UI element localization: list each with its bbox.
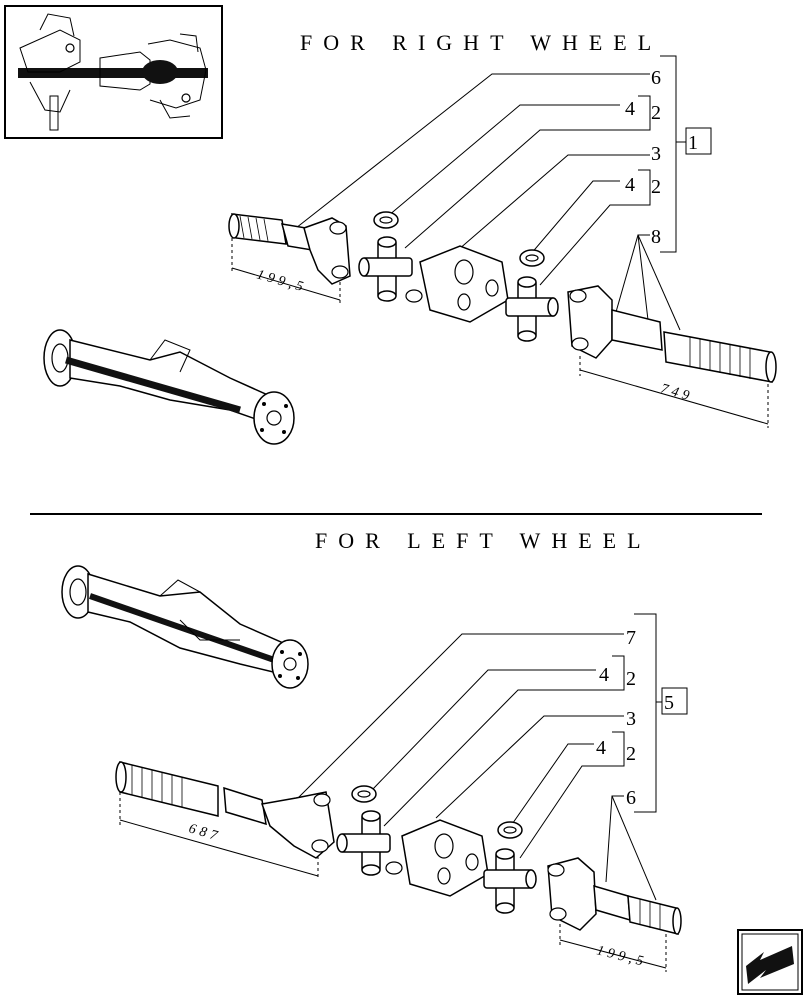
right-section-title: FOR RIGHT WHEEL — [300, 30, 662, 55]
callout-4: 4 — [599, 664, 609, 686]
assembly-ref-box[interactable]: 1 — [688, 132, 698, 154]
callout-2: 2 — [651, 176, 661, 198]
double-joint-housing[interactable] — [385, 819, 489, 897]
axle-thumbnail[interactable] — [4, 5, 223, 139]
snap-ring[interactable] — [519, 249, 545, 267]
universal-joint-cross[interactable] — [336, 810, 391, 876]
callout-6: 6 — [626, 787, 636, 809]
universal-joint-cross[interactable] — [505, 276, 559, 342]
snap-ring[interactable] — [373, 211, 399, 229]
dimension-199-5-left: 199,5 — [559, 924, 667, 972]
left-section-title: FOR LEFT WHEEL — [315, 528, 652, 553]
shaft-short-left[interactable] — [547, 857, 682, 935]
callout-6: 6 — [651, 67, 661, 89]
callout-2: 2 — [651, 102, 661, 124]
next-page-arrow-icon[interactable] — [737, 929, 803, 995]
svg-text:199,5: 199,5 — [595, 943, 649, 970]
svg-text:687: 687 — [187, 821, 223, 845]
callout-4: 4 — [596, 737, 606, 759]
callout-4: 4 — [625, 174, 635, 196]
double-joint-housing[interactable] — [405, 245, 509, 323]
callout-3: 3 — [626, 708, 636, 730]
callout-2: 2 — [626, 668, 636, 690]
axle-illustration-left — [61, 565, 309, 689]
callout-4: 4 — [625, 98, 635, 120]
callout-3: 3 — [651, 143, 661, 165]
callout-7: 7 — [626, 627, 636, 649]
shaft-long-left[interactable] — [115, 761, 335, 859]
svg-text:199,5: 199,5 — [255, 267, 309, 296]
axle-illustration-right — [43, 329, 295, 445]
callout-8: 8 — [651, 226, 661, 248]
svg-text:749: 749 — [659, 381, 695, 405]
universal-joint-cross[interactable] — [483, 848, 537, 914]
universal-joint-cross[interactable] — [358, 236, 413, 302]
callout-2: 2 — [626, 743, 636, 765]
shaft-long-right[interactable] — [567, 285, 777, 383]
snap-ring[interactable] — [497, 821, 523, 839]
shaft-short-right[interactable] — [228, 213, 351, 285]
snap-ring[interactable] — [351, 785, 377, 803]
assembly-ref-box[interactable]: 5 — [664, 692, 674, 714]
